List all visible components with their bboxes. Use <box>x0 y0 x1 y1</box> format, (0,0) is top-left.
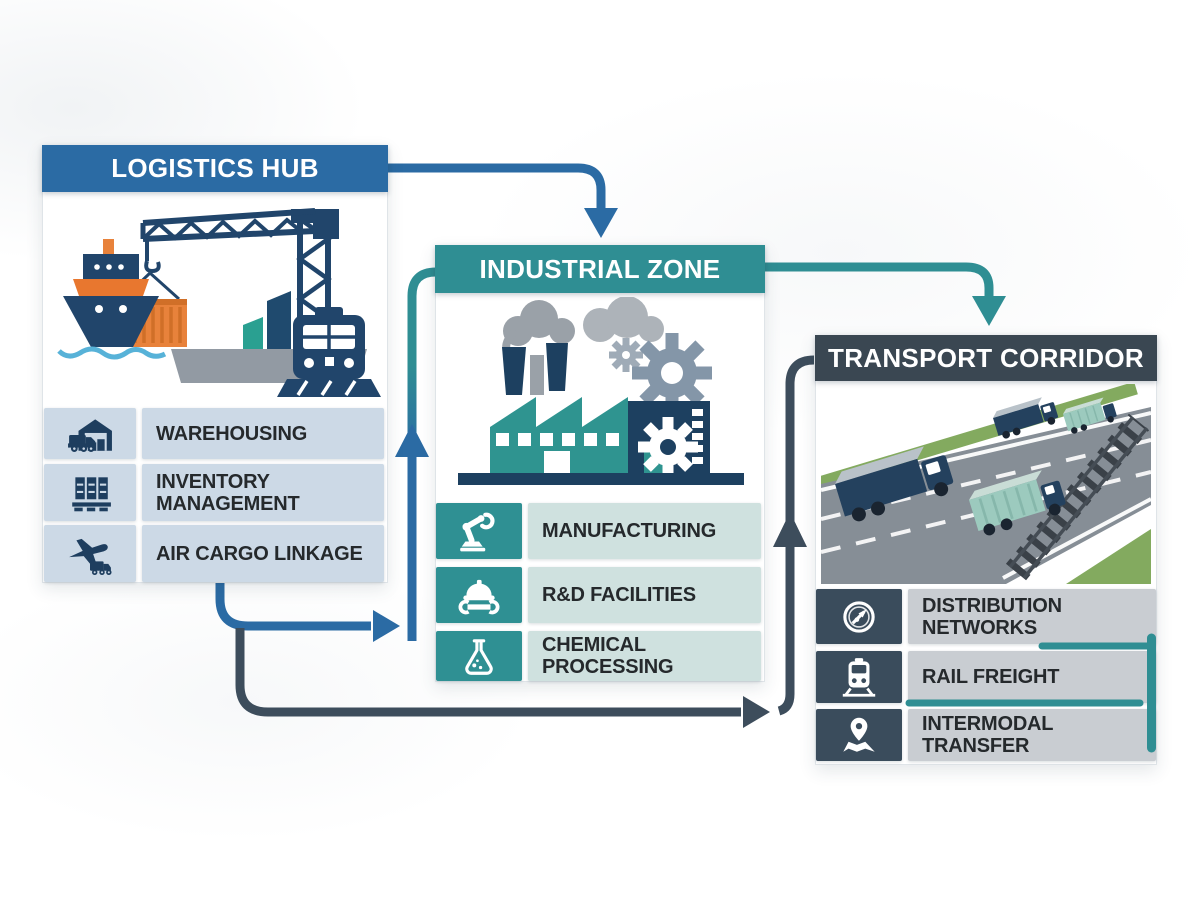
logistics-illustration <box>46 196 384 404</box>
item-label-tile: R&D FACILITIES <box>528 567 761 623</box>
item-label-tile: WAREHOUSING <box>142 408 384 459</box>
item-label: INVENTORY MANAGEMENT <box>156 470 300 515</box>
panel-header: LOGISTICS HUB <box>42 145 388 192</box>
item-label-tile: MANUFACTURING <box>528 503 761 559</box>
list-item-manufacturing: MANUFACTURING <box>436 503 761 559</box>
item-label-tile: RAIL FREIGHT <box>908 651 1156 703</box>
list-item-rail-freight: RAIL FREIGHT <box>816 651 1156 703</box>
item-label-tile: CHEMICAL PROCESSING <box>528 631 761 681</box>
panel-title: TRANSPORT CORRIDOR <box>828 342 1144 373</box>
robot-arm-icon <box>436 503 522 559</box>
list-item-air-cargo: AIR CARGO LINKAGE <box>44 525 384 582</box>
item-label: INTERMODAL TRANSFER <box>922 713 1053 757</box>
hardhat-wrench-icon <box>436 567 522 623</box>
chemical-flask-icon <box>436 631 522 681</box>
panel-header: TRANSPORT CORRIDOR <box>815 335 1157 381</box>
factory-gears-graphic <box>458 297 744 485</box>
warehouse-truck-icon <box>44 408 136 459</box>
arrow-logistics-bottom-right <box>215 583 400 642</box>
arrow-logistics-to-industrial <box>388 163 618 238</box>
panel-industrial-zone: INDUSTRIAL ZONE <box>435 245 765 682</box>
item-label: AIR CARGO LINKAGE <box>156 542 363 565</box>
item-label: RAIL FREIGHT <box>922 666 1060 688</box>
airplane-truck-icon <box>44 525 136 582</box>
list-item-rd-facilities: R&D FACILITIES <box>436 567 761 623</box>
industrial-illustration <box>439 296 761 498</box>
item-label-tile: INVENTORY MANAGEMENT <box>142 464 384 521</box>
item-label-tile: AIR CARGO LINKAGE <box>142 525 384 582</box>
rail-train-icon <box>816 651 902 703</box>
panel-header: INDUSTRIAL ZONE <box>435 245 765 293</box>
transport-illustration <box>819 384 1153 584</box>
item-label-tile: INTERMODAL TRANSFER <box>908 709 1156 761</box>
arrow-up-into-transport <box>773 355 815 716</box>
item-label: MANUFACTURING <box>542 520 717 542</box>
list-item-warehousing: WAREHOUSING <box>44 408 384 459</box>
list-item-intermodal: INTERMODAL TRANSFER <box>816 709 1156 761</box>
list-item-inventory: INVENTORY MANAGEMENT <box>44 464 384 521</box>
item-label: DISTRIBUTION NETWORKS <box>922 594 1062 639</box>
panel-logistics-hub: LOGISTICS HUB <box>42 145 388 583</box>
map-pin-icon <box>816 709 902 761</box>
list-item-distribution: DISTRIBUTION NETWORKS <box>816 589 1156 644</box>
item-label: CHEMICAL PROCESSING <box>542 634 674 678</box>
pallet-boxes-icon <box>44 464 136 521</box>
port-crane-ship-train-graphic <box>57 208 381 397</box>
item-label-tile: DISTRIBUTION NETWORKS <box>908 589 1156 644</box>
compass-icon <box>816 589 902 644</box>
list-item-chemical: CHEMICAL PROCESSING <box>436 631 761 681</box>
panel-title: INDUSTRIAL ZONE <box>479 253 721 284</box>
arrow-industrial-to-transport <box>764 262 1006 326</box>
panel-transport-corridor: TRANSPORT CORRIDOR <box>815 335 1157 765</box>
item-label: WAREHOUSING <box>156 422 308 445</box>
arrow-up-into-industrial <box>395 267 437 641</box>
highway-rail-graphic <box>821 384 1151 584</box>
item-label: R&D FACILITIES <box>542 584 696 606</box>
panel-title: LOGISTICS HUB <box>111 153 319 183</box>
